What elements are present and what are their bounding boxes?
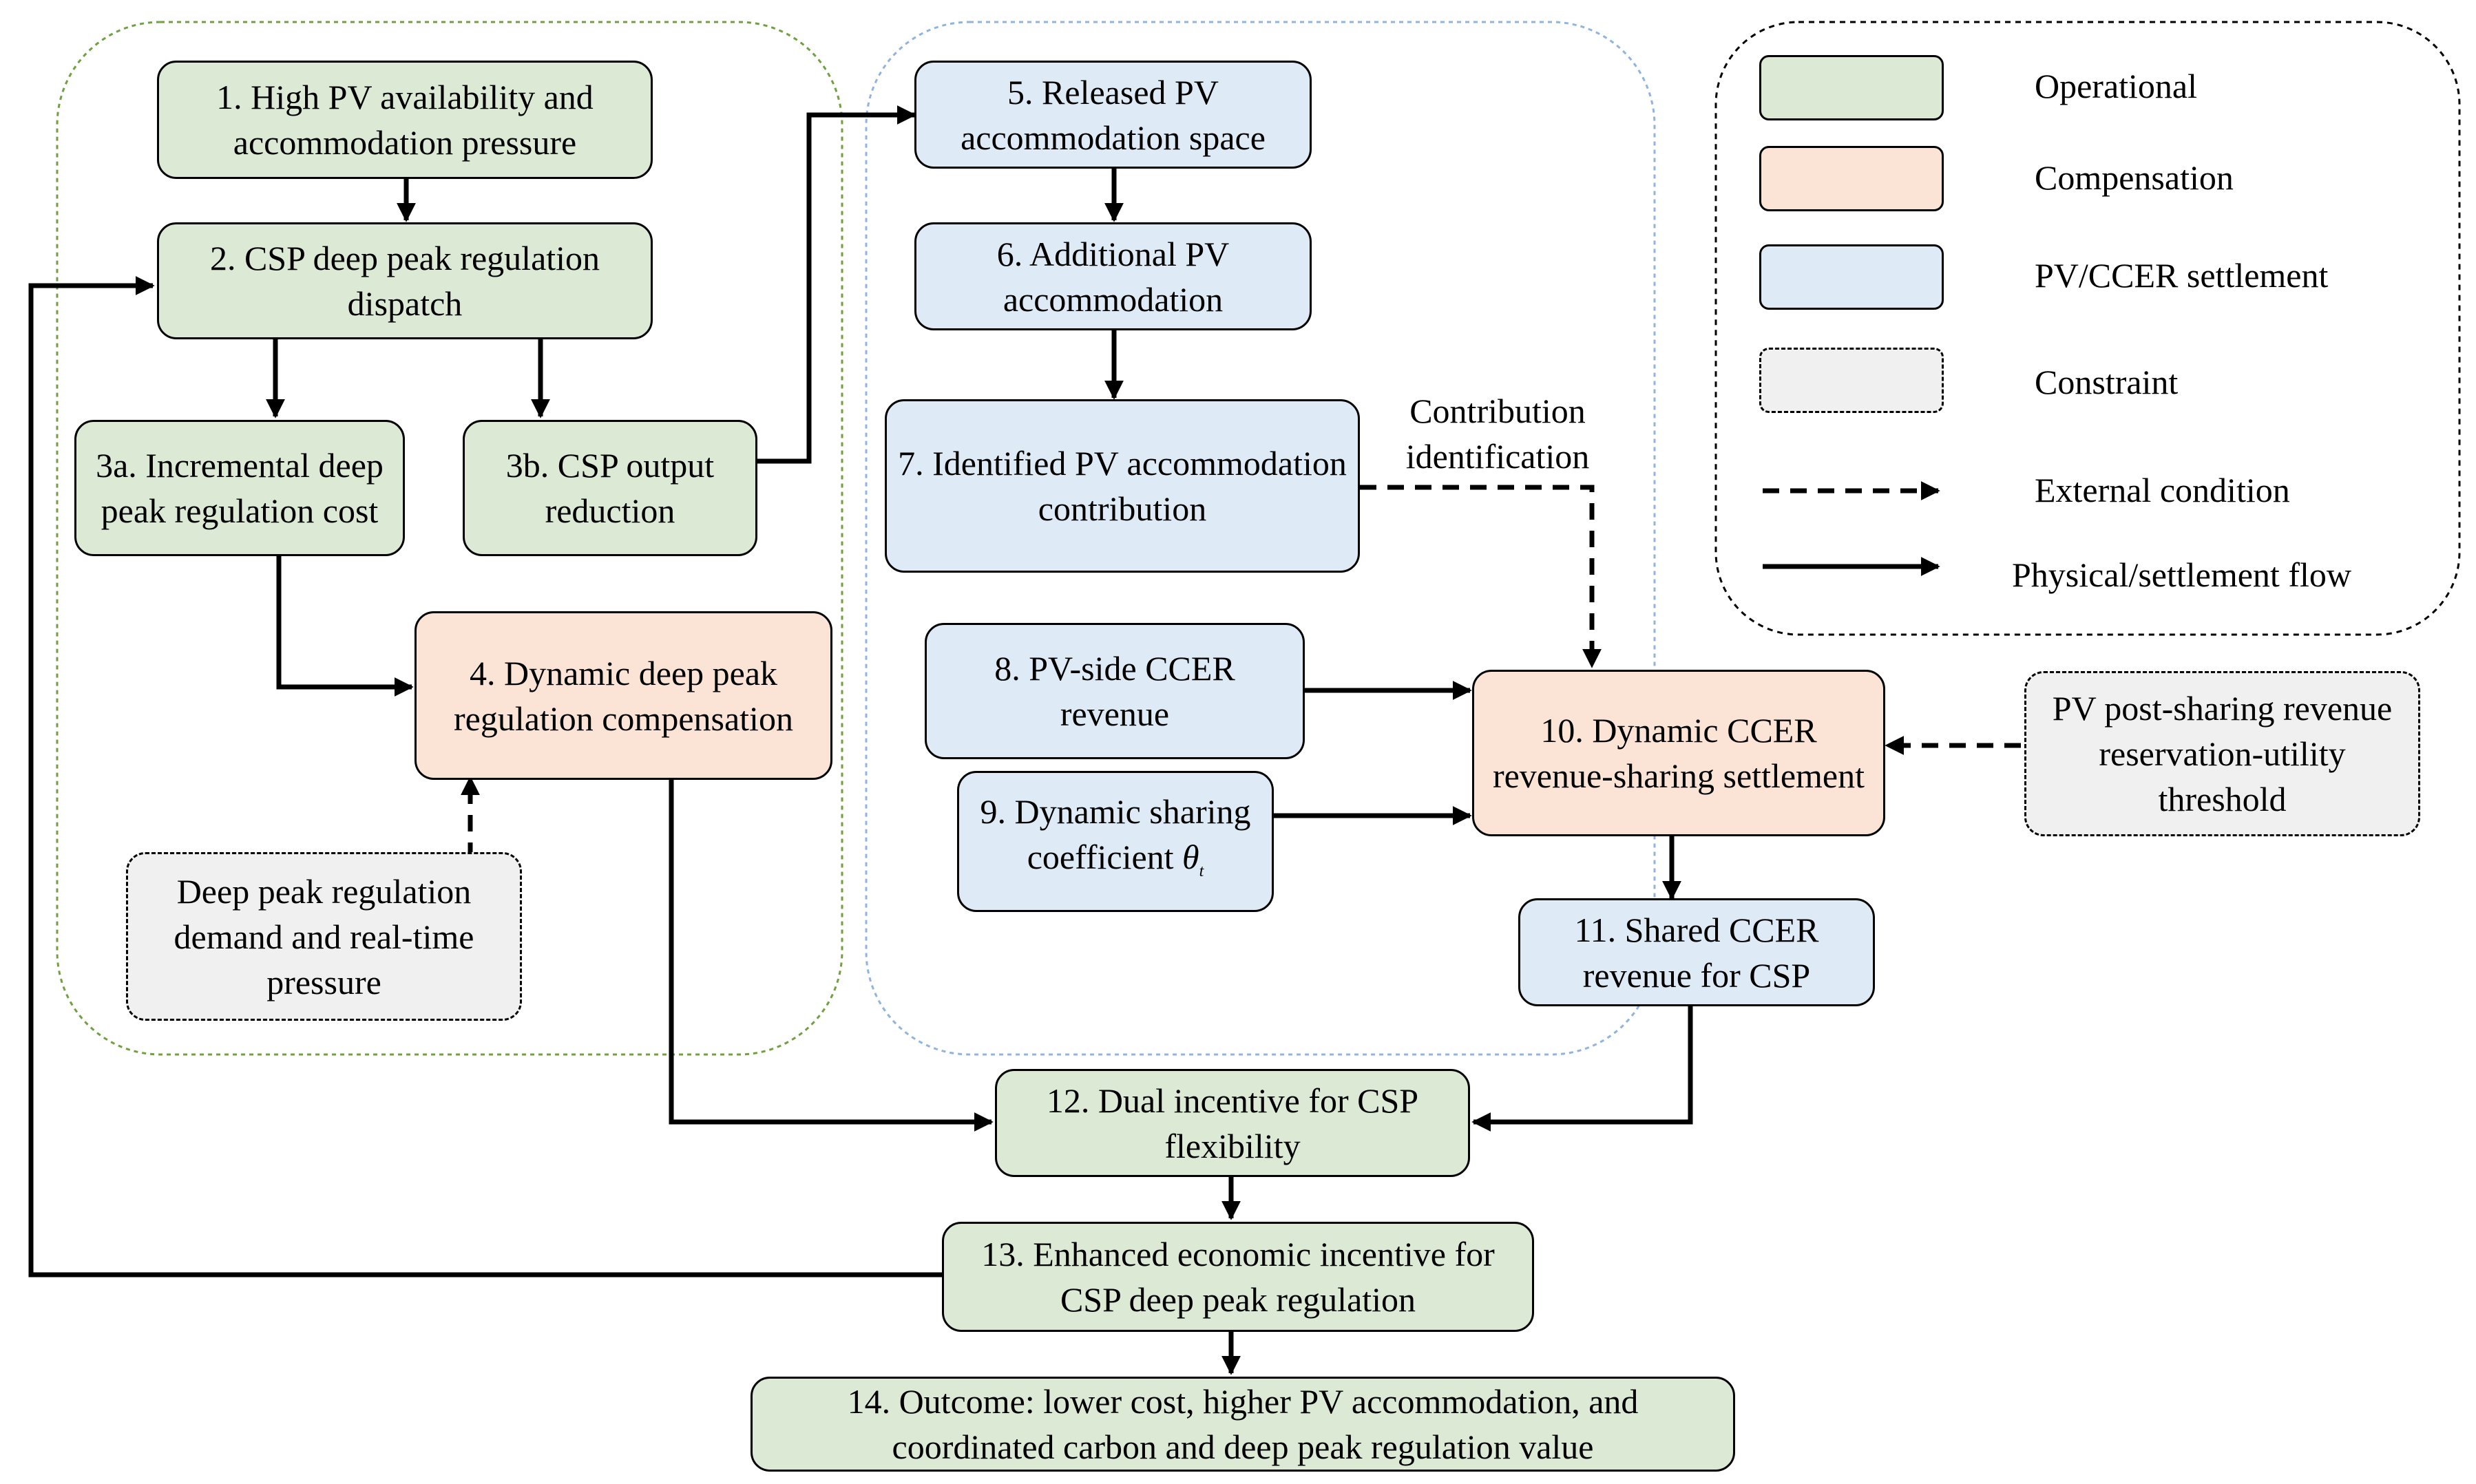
operational-group-frame — [56, 21, 843, 1056]
legend-swatch-compensation — [1759, 146, 1944, 211]
theta-symbol: θt — [1182, 838, 1204, 880]
constraint-demand-pressure: Deep peak regulation demand and real-tim… — [126, 852, 522, 1021]
node-11-shared-ccer-for-csp: 11. Shared CCER revenue for CSP — [1518, 898, 1875, 1006]
arrow-3b-to-5 — [757, 105, 916, 464]
legend-swatch-operational — [1759, 55, 1944, 120]
node-10-ccer-revenue-sharing: 10. Dynamic CCER revenue-sharing settlem… — [1472, 670, 1885, 836]
legend-label-operational: Operational — [2035, 67, 2198, 105]
arrow-7-to-10 — [1360, 485, 1602, 668]
legend-frame — [1714, 21, 2461, 636]
settlement-group-frame — [865, 21, 1656, 1056]
node-2-csp-dispatch: 2. CSP deep peak regulation dispatch — [157, 222, 653, 339]
arrow-13-to-2-feedback — [28, 276, 943, 1278]
legend-label-flow: Physical/settlement flow — [2012, 555, 2351, 594]
legend-swatch-settlement — [1759, 244, 1944, 310]
legend-label-constraint: Constraint — [2035, 363, 2179, 401]
node-3b-csp-output-reduction: 3b. CSP output reduction — [463, 420, 757, 556]
node-3a-incremental-cost: 3a. Incremental deep peak regulation cos… — [74, 420, 405, 556]
legend-swatch-constraint — [1759, 348, 1944, 413]
node-5-released-space: 5. Released PV accommodation space — [914, 61, 1312, 169]
label-contribution-identification: Contribution identification — [1405, 392, 1590, 476]
legend-label-compensation: Compensation — [2035, 158, 2234, 197]
legend-label-external: External condition — [2035, 471, 2290, 509]
constraint-reservation-threshold: PV post-sharing revenue reservation-util… — [2024, 671, 2420, 836]
node-12-dual-incentive: 12. Dual incentive for CSP flexibility — [995, 1069, 1470, 1177]
arrow-3a-to-4 — [276, 556, 414, 697]
node-14-outcome: 14. Outcome: lower cost, higher PV accom… — [751, 1377, 1735, 1472]
node-4-dynamic-compensation: 4. Dynamic deep peak regulation compensa… — [415, 611, 832, 780]
arrow-4-to-12 — [669, 780, 994, 1132]
node-7-identified-contribution: 7. Identified PV accommodation contribut… — [885, 399, 1360, 573]
node-13-enhanced-incentive: 13. Enhanced economic incentive for CSP … — [942, 1222, 1534, 1332]
node-8-pv-side-ccer-revenue: 8. PV-side CCER revenue — [925, 623, 1305, 759]
node-1-high-pv-availability: 1. High PV availability and accommodatio… — [157, 61, 653, 179]
arrow-11-to-12 — [1471, 1006, 1693, 1132]
node-9-dynamic-sharing-coefficient: 9. Dynamic sharing coefficient θt — [957, 771, 1274, 912]
node-6-additional-accommodation: 6. Additional PV accommodation — [914, 222, 1312, 330]
legend-label-settlement: PV/CCER settlement — [2035, 256, 2329, 295]
